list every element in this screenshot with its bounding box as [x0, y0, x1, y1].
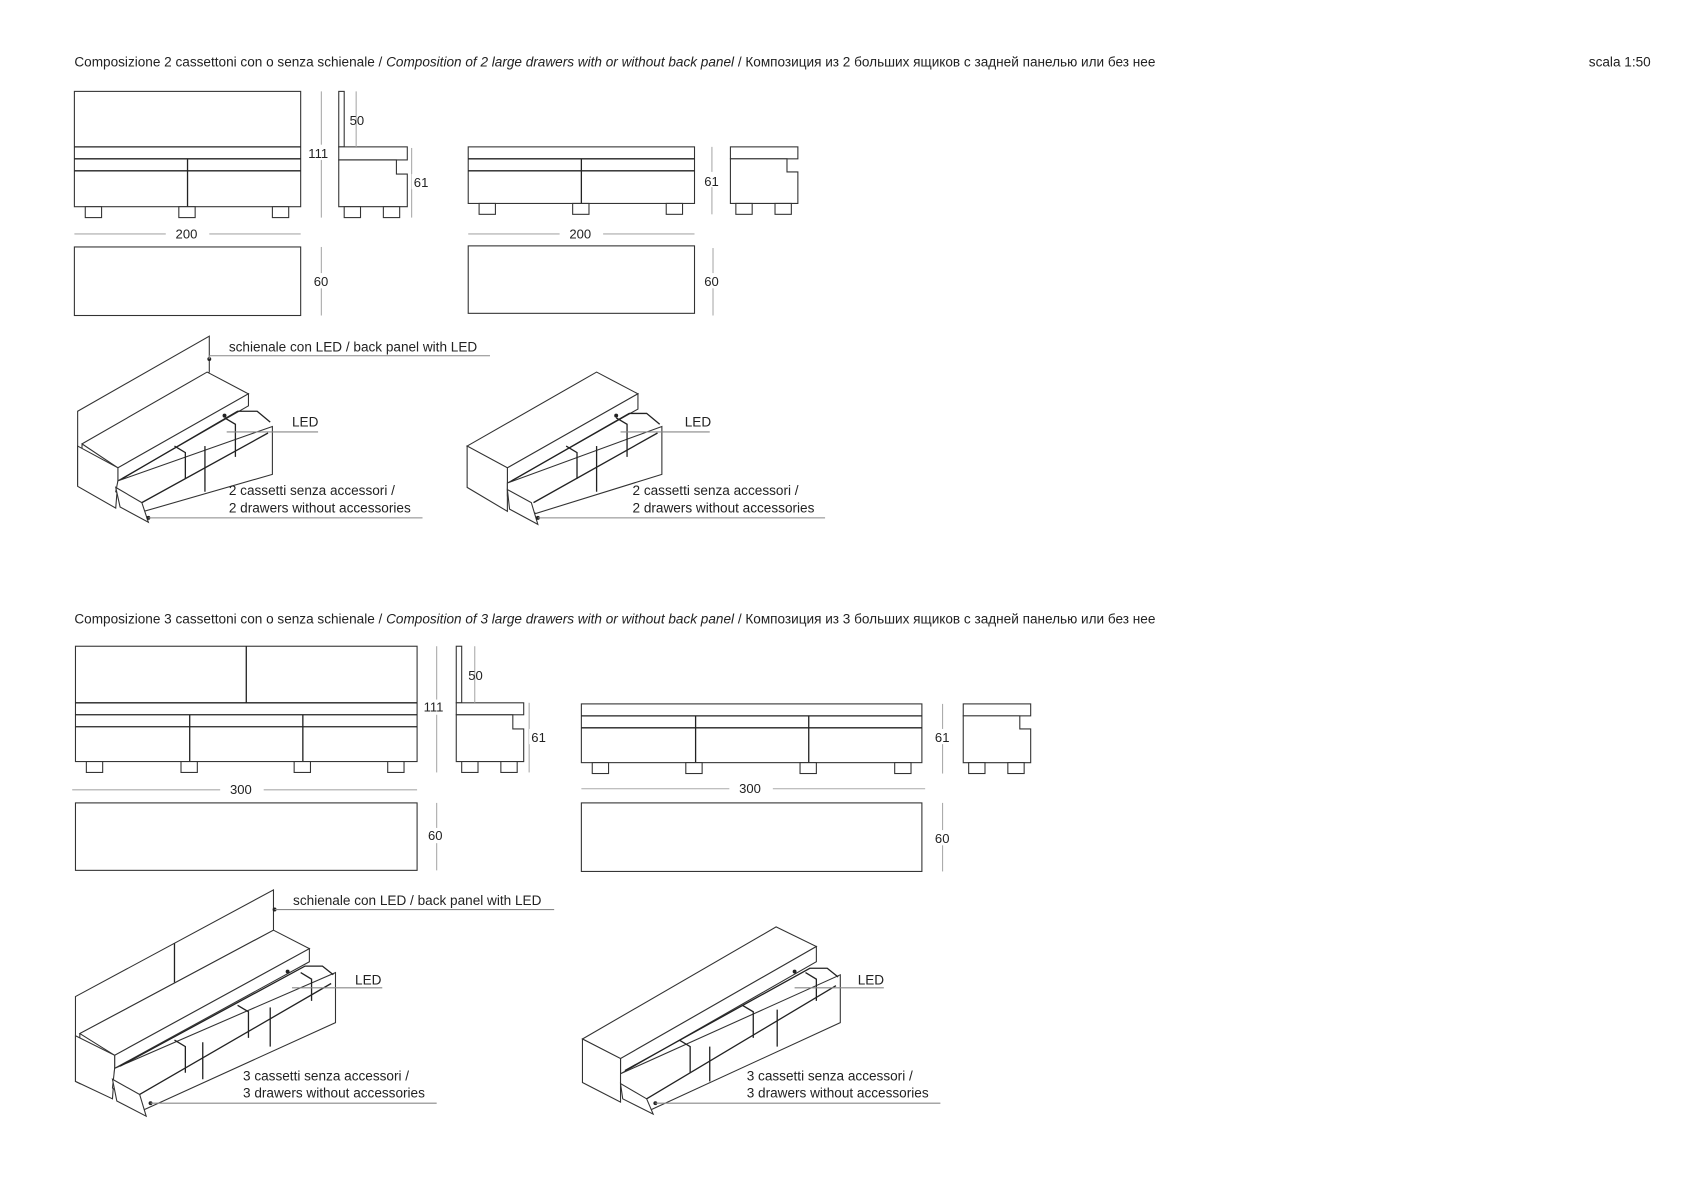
side-view-no-back	[729, 146, 799, 215]
drawers-label-en: 3 drawers without accessories	[747, 1086, 929, 1101]
dim-width: 300	[739, 781, 761, 796]
dim-width: 200	[176, 226, 198, 241]
plan-view: 60	[73, 246, 332, 317]
drawers-label-it: 3 cassetti senza accessori /	[747, 1068, 913, 1083]
drawers-label-en: 3 drawers without accessories	[243, 1086, 425, 1101]
section-3-drawers: Composizione 3 cassettoni con o senza sc…	[72, 611, 1155, 1118]
dim-body-height: 61	[414, 175, 429, 190]
led-label: LED	[292, 414, 319, 429]
back-panel-label: schienale con LED / back panel with LED	[229, 339, 478, 354]
dim-width: 200	[569, 226, 591, 241]
dim-depth: 60	[428, 828, 443, 843]
drawers-label-it: 2 cassetti senza accessori /	[229, 483, 395, 498]
dim-back-height: 50	[350, 113, 365, 128]
dim-depth: 60	[314, 274, 329, 289]
dim-height-total: 111	[424, 700, 444, 715]
dim-back-height: 50	[468, 668, 483, 683]
plan-view: 60	[74, 802, 446, 871]
plan-view: 60	[467, 245, 723, 316]
drawers-label-en: 2 drawers without accessories	[229, 500, 411, 515]
drawers-label-en: 2 drawers without accessories	[632, 500, 814, 515]
drawers-label-it: 2 cassetti senza accessori /	[632, 483, 798, 498]
section-title: Composizione 2 cassettoni con o senza sc…	[74, 54, 1155, 69]
isometric-with-back	[77, 335, 273, 524]
dim-depth: 60	[935, 831, 950, 846]
dim-depth: 60	[704, 274, 719, 289]
dim-body-height: 61	[704, 174, 719, 189]
drawers-label-it: 3 cassetti senza accessori /	[243, 1068, 409, 1083]
front-view-with-back: 111 300	[72, 645, 448, 797]
scale-label: scala 1:50	[1589, 54, 1651, 69]
plan-view: 60	[580, 802, 953, 872]
isometric-with-back	[74, 889, 337, 1118]
side-view-no-back	[962, 703, 1032, 775]
isometric-no-back	[581, 926, 841, 1116]
section-title: Composizione 3 cassettoni con o senza sc…	[74, 611, 1155, 626]
section-2-drawers: Composizione 2 cassettoni con o senza sc…	[73, 54, 1155, 526]
dim-height-total: 111	[308, 146, 328, 161]
side-view-with-back: 50 61	[455, 645, 547, 773]
front-view-no-back: 61 300	[580, 703, 953, 796]
dim-body-height: 61	[935, 730, 950, 745]
led-label: LED	[355, 973, 382, 988]
front-view-with-back: 111 200	[73, 90, 333, 241]
back-panel-label: schienale con LED / back panel with LED	[293, 893, 542, 908]
side-view-with-back: 50 61	[338, 90, 430, 219]
led-label: LED	[858, 973, 885, 988]
dim-body-height: 61	[531, 730, 546, 745]
dim-width: 300	[230, 782, 252, 797]
isometric-no-back	[466, 371, 663, 526]
led-label: LED	[685, 414, 712, 429]
front-view-no-back: 61 200	[467, 146, 722, 241]
